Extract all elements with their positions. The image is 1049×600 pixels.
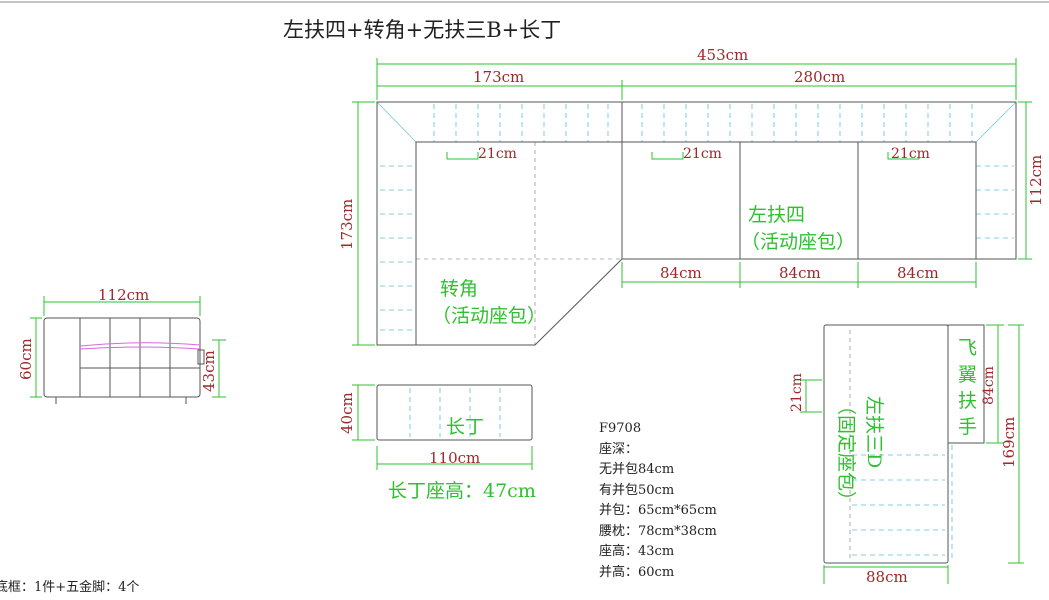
- ottoman-height-note: 长丁座高：47cm: [388, 480, 536, 502]
- left-height-dimension: [352, 101, 375, 346]
- side-height-label: 60cm: [17, 338, 35, 380]
- wing-char-1: 翼: [958, 364, 977, 386]
- right-height-label: 112cm: [1027, 155, 1045, 206]
- side-seat-height-label: 43cm: [200, 350, 218, 392]
- right-width-label: 280cm: [794, 68, 845, 86]
- spec-line-4: 腰枕：78cm*38cm: [599, 524, 717, 539]
- l-sofa-plan: [376, 101, 1017, 346]
- spec-line-2: 有并包50cm: [599, 483, 674, 498]
- ottoman-width-label: 110cm: [429, 449, 480, 467]
- left-four-label: 左扶四: [748, 204, 805, 226]
- total-width-label: 453cm: [697, 46, 748, 64]
- chaise-plan: [800, 324, 1024, 584]
- side-width-label: 112cm: [98, 286, 149, 304]
- corner-width-label: 173cm: [473, 68, 524, 86]
- ottoman-plan: [352, 384, 533, 470]
- seat-label-1: 84cm: [660, 264, 702, 282]
- left-four-note: （活动座包）: [741, 231, 855, 253]
- armrest-label-2: 21cm: [683, 146, 722, 162]
- top-dimension-lines: [376, 58, 1017, 100]
- chaise-length-label: 169cm: [1000, 417, 1018, 468]
- chaise-label: 左扶三D: [863, 396, 885, 468]
- wing-char-0: 飞: [958, 337, 977, 359]
- chaise-arm-label: 21cm: [789, 373, 805, 412]
- ottoman-label: 长丁: [446, 416, 484, 438]
- wing-char-3: 手: [958, 416, 977, 438]
- chaise-note: （固定座包）: [835, 396, 857, 510]
- armrest-label-1: 21cm: [478, 146, 517, 162]
- seat-label-2: 84cm: [779, 264, 821, 282]
- left-height-label: 173cm: [338, 199, 356, 250]
- spec-line-3: 并包：65cm*65cm: [599, 503, 717, 518]
- wing-char-2: 扶: [958, 390, 977, 412]
- armrest-label-3: 21cm: [891, 146, 930, 162]
- side-view: [30, 296, 226, 404]
- seat-label-3: 84cm: [897, 264, 939, 282]
- spec-model: F9708: [599, 421, 641, 436]
- spec-line-0: 座深：: [599, 442, 638, 457]
- spec-line-1: 无并包84cm: [599, 462, 674, 477]
- corner-note: （活动座包）: [432, 305, 546, 327]
- corner-label: 转角: [440, 278, 478, 300]
- spec-line-5: 座高：43cm: [599, 543, 674, 559]
- ottoman-depth-label: 40cm: [338, 392, 356, 434]
- armrest-markers: [446, 152, 920, 160]
- spec-line-6: 并高：60cm: [599, 564, 674, 580]
- drawing-title: 左扶四+转角+无扶三B+长丁: [283, 18, 561, 42]
- chaise-width-label: 88cm: [866, 568, 908, 586]
- wing-depth-label: 84cm: [981, 366, 997, 405]
- seat-width-dimensions: [621, 262, 977, 288]
- footer-note: 底框：1件+五金脚：4个: [0, 579, 139, 595]
- right-height-dimension: [1018, 101, 1032, 260]
